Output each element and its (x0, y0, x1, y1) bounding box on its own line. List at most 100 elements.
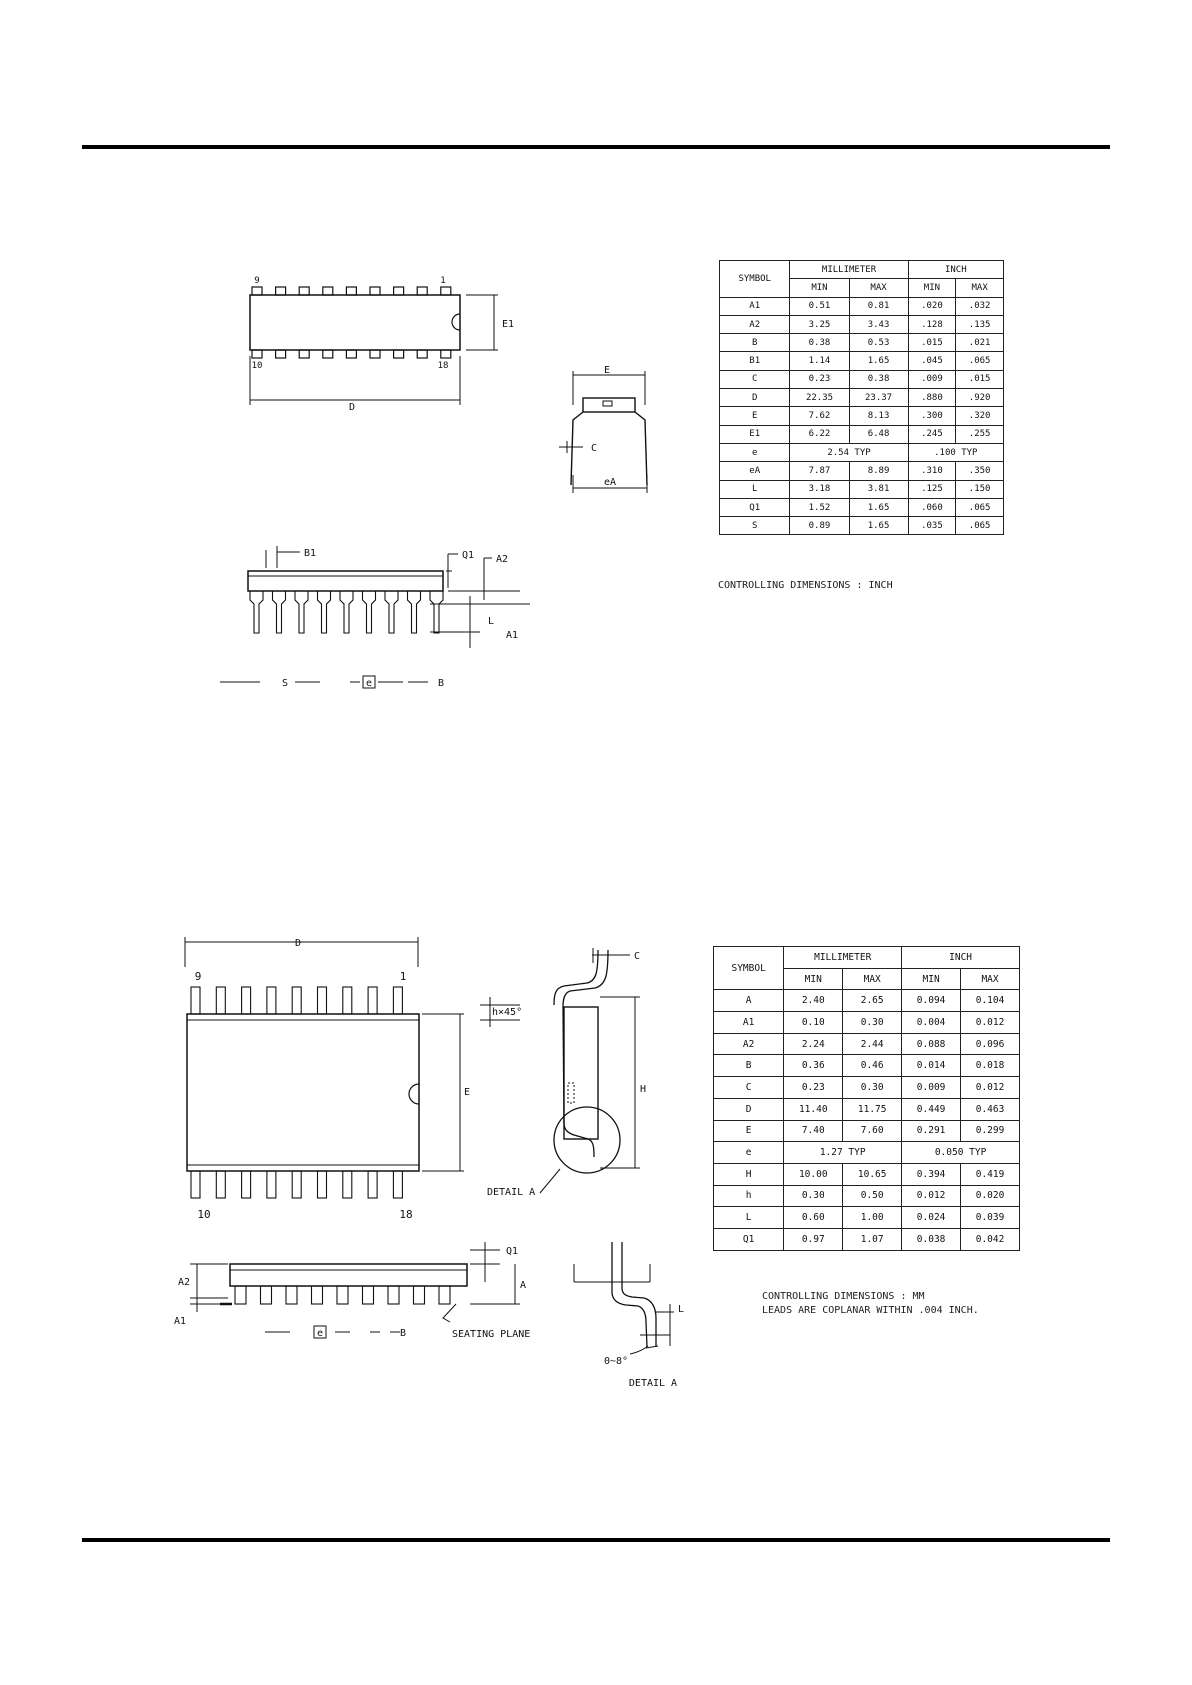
dip-pin-top (416, 286, 428, 296)
table-cell-in-min: 0.094 (901, 989, 962, 1013)
dip-end-view: E C eA (559, 365, 648, 493)
bottom-rule (82, 1538, 1110, 1542)
table-cell-in-min: 0.038 (901, 1227, 962, 1251)
sop-pin-bottom (316, 1170, 328, 1199)
table-cell-sym: A1 (712, 1011, 785, 1034)
table-cell-in-min: .009 (907, 369, 957, 390)
table-cell-sym: e (712, 1141, 785, 1164)
table-cell-in-min: .035 (907, 516, 957, 536)
dip-controlling-note: CONTROLLING DIMENSIONS : INCH (718, 580, 893, 591)
sop-pin-bottom (291, 1170, 302, 1199)
dip-label-E: E (604, 365, 610, 376)
table-cell-in-max: 0.463 (960, 1097, 1020, 1121)
table-cell-in-min: .245 (907, 424, 957, 444)
sop-pin-top (367, 986, 378, 1015)
table-cell-mm-max: 2.65 (842, 989, 903, 1013)
table-cell-mm-min: 3.25 (789, 314, 850, 335)
dip-pin-bottom (393, 349, 405, 359)
sop-pin-top (316, 986, 328, 1015)
table-cell-mm-min: 2.40 (783, 989, 844, 1013)
table-cell-in-max: 0.419 (960, 1162, 1020, 1186)
sop-label-e: e (317, 1328, 323, 1339)
dip-label-A2: A2 (496, 554, 508, 565)
sop-end-view: C h×45° H DETAIL A (480, 948, 646, 1198)
dip-label-A1: A1 (506, 630, 518, 641)
table-cell-mm-min: 6.22 (789, 424, 850, 444)
table-cell-sym: eA (718, 461, 791, 481)
dip-pin-side (271, 591, 287, 634)
table-cell-mm-max: 0.50 (842, 1184, 903, 1208)
dip-pin-side (294, 591, 309, 634)
dip-pin-side (384, 591, 399, 634)
dip-pin-label-1: 1 (440, 276, 445, 286)
table-cell-mm-max: 1.65 (848, 497, 909, 518)
sop-pin-top (215, 986, 226, 1015)
table-cell-in-max: .255 (955, 424, 1004, 444)
table-cell-sym: E (712, 1119, 785, 1143)
dip-pin-bottom (322, 349, 334, 359)
table-cell-mm-min: 1.52 (789, 497, 850, 518)
table-cell-mm-min: 7.40 (783, 1119, 844, 1143)
sop-pin-label-10: 10 (197, 1208, 210, 1221)
sop-pin-side (285, 1285, 298, 1305)
dip-label-E1: E1 (502, 319, 514, 330)
table-cell-mm-min: 0.23 (789, 369, 850, 390)
dip-label-B: B (438, 678, 444, 689)
sop-pin-top (291, 986, 302, 1015)
table-cell-mm-max: 1.65 (848, 516, 909, 536)
dip-pin-bottom (416, 349, 428, 359)
table-cell-sym: A (712, 989, 785, 1013)
sop-pin-bottom (342, 1170, 353, 1199)
table-cell-in-min: 0.449 (901, 1097, 962, 1121)
sop-pin-top (392, 986, 403, 1015)
sop-pin-side (361, 1285, 375, 1305)
dip-label-eA: eA (604, 477, 616, 488)
table-cell-in-max: 0.039 (960, 1206, 1020, 1229)
table-cell-sym: D (712, 1097, 785, 1121)
sop-detail-label-title: DETAIL A (629, 1378, 677, 1389)
sop-pin-top (342, 986, 353, 1015)
table-cell-mm-min: 0.23 (783, 1076, 844, 1099)
table-cell-sym: Q1 (712, 1227, 785, 1251)
table-cell-in-min: 0.291 (901, 1119, 962, 1143)
sop-pin-top (266, 986, 277, 1015)
table-cell-mm-max: 3.81 (848, 479, 909, 499)
dip-pin-label-10: 10 (252, 361, 263, 371)
sop-pin-side (336, 1285, 349, 1305)
sop-col-in-min: MIN (901, 967, 962, 991)
sop-dimension-table: SYMBOL MILLIMETER INCH MIN MAX MIN MAX A… (712, 945, 1020, 1251)
table-cell-in-max: 0.012 (960, 1076, 1020, 1099)
table-cell-in-max: .015 (955, 369, 1004, 390)
dip-pin-bottom (251, 349, 263, 359)
dip-pin-top (322, 286, 334, 296)
table-cell-in-min: .880 (907, 388, 957, 408)
table-cell-mm-max: 3.43 (848, 314, 909, 335)
table-cell-in-max: 0.104 (960, 989, 1020, 1013)
table-cell-mm-typ: 1.27 TYP (783, 1141, 903, 1164)
table-cell-mm-min: 0.36 (783, 1054, 844, 1078)
dip-pin-bottom (369, 349, 381, 359)
dip-col-inch: INCH (907, 259, 1005, 280)
table-cell-in-max: .021 (955, 333, 1004, 353)
dip-side-view: B1 Q1 A2 L A1 S e B (220, 546, 530, 689)
sop-col-millimeter: MILLIMETER (783, 946, 903, 969)
dip-pin-side (361, 591, 377, 634)
sop-pin-bottom (215, 1170, 226, 1199)
table-cell-sym: L (712, 1206, 785, 1229)
table-cell-in-min: 0.009 (901, 1076, 962, 1099)
table-cell-in-min: .060 (907, 497, 957, 518)
sop-pin-bottom (241, 1170, 252, 1199)
